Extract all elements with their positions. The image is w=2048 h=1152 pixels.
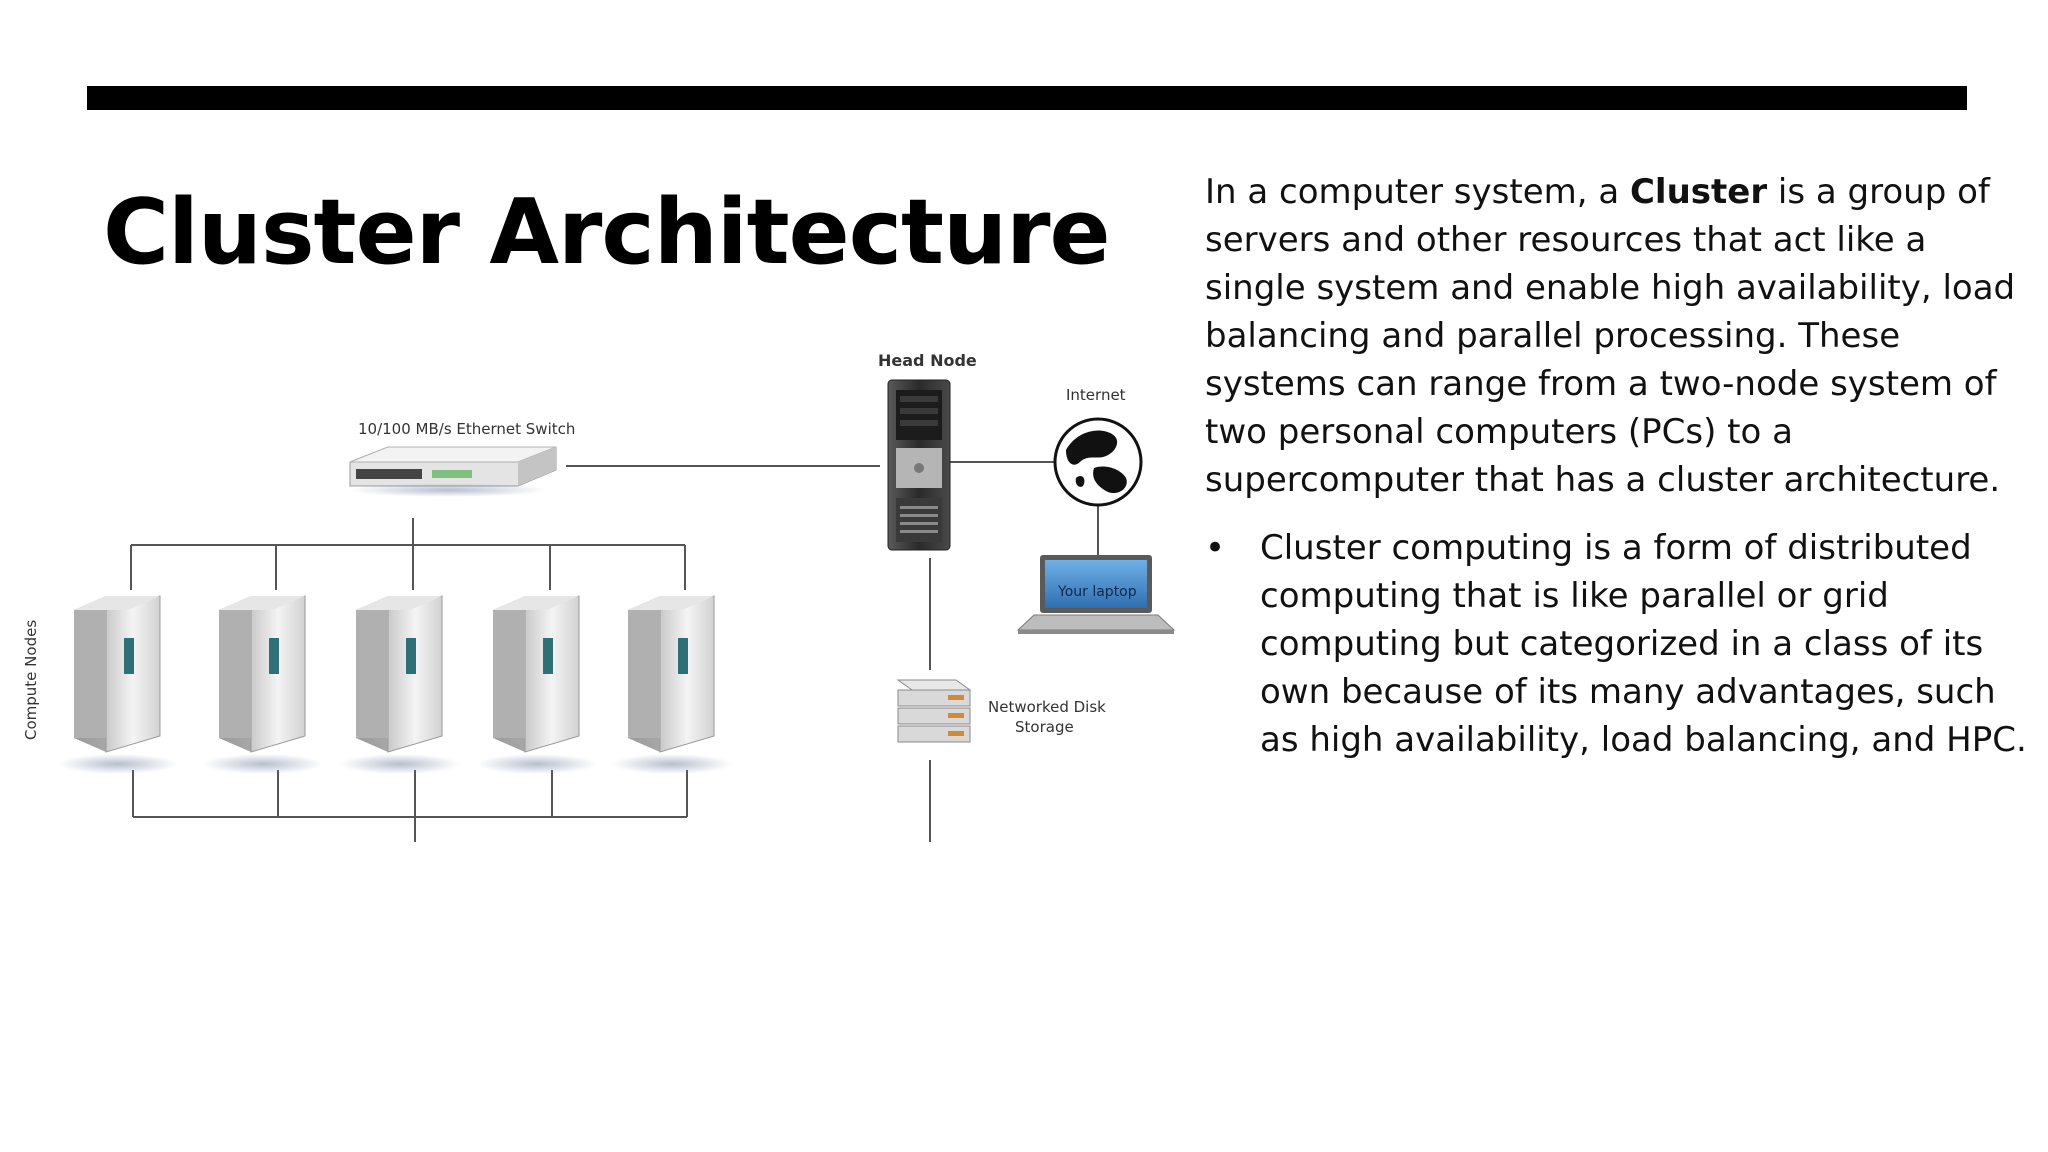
- head-node-tower-icon: [887, 379, 951, 551]
- intro-text-before: In a computer system, a: [1205, 172, 1630, 212]
- compute-node-server-icon: [477, 595, 597, 774]
- compute-node-server-icon: [58, 595, 178, 774]
- compute-nodes-label: Compute Nodes: [22, 620, 40, 740]
- intro-paragraph: In a computer system, a Cluster is a gro…: [1205, 168, 2035, 504]
- cluster-term: Cluster: [1629, 172, 1768, 212]
- storage-label-line1: Networked Disk: [988, 698, 1106, 716]
- head-node-label: Head Node: [878, 351, 977, 370]
- switch-label: 10/100 MB/s Ethernet Switch: [358, 420, 575, 438]
- header-divider-bar: [87, 86, 1967, 110]
- bullet-item: • Cluster computing is a form of distrib…: [1205, 524, 2035, 764]
- slide-title: Cluster Architecture: [103, 180, 1111, 285]
- compute-node-server-icon: [612, 595, 732, 774]
- laptop-label: Your laptop: [1057, 584, 1137, 600]
- bullet-marker: •: [1205, 528, 1226, 568]
- slide-body: In a computer system, a Cluster is a gro…: [1205, 168, 2035, 764]
- storage-label-line2: Storage: [1015, 718, 1074, 736]
- internet-label: Internet: [1066, 386, 1126, 404]
- compute-node-server-icon: [340, 595, 460, 774]
- bullet-text: Cluster computing is a form of distribut…: [1260, 528, 2027, 760]
- internet-globe-icon: [1053, 417, 1143, 507]
- laptop-icon: [1016, 555, 1176, 634]
- compute-nodes: [58, 595, 732, 774]
- networked-disk-storage-icon: [896, 679, 972, 743]
- cluster-architecture-diagram: 10/100 MB/s Ethernet Switch Head Node In…: [18, 340, 1178, 850]
- ethernet-switch-icon: [348, 446, 557, 497]
- compute-node-server-icon: [203, 595, 323, 774]
- intro-text-after: is a group of servers and other resource…: [1205, 172, 2016, 500]
- network-cables: [130, 461, 1099, 842]
- bullet-list: • Cluster computing is a form of distrib…: [1205, 524, 2035, 764]
